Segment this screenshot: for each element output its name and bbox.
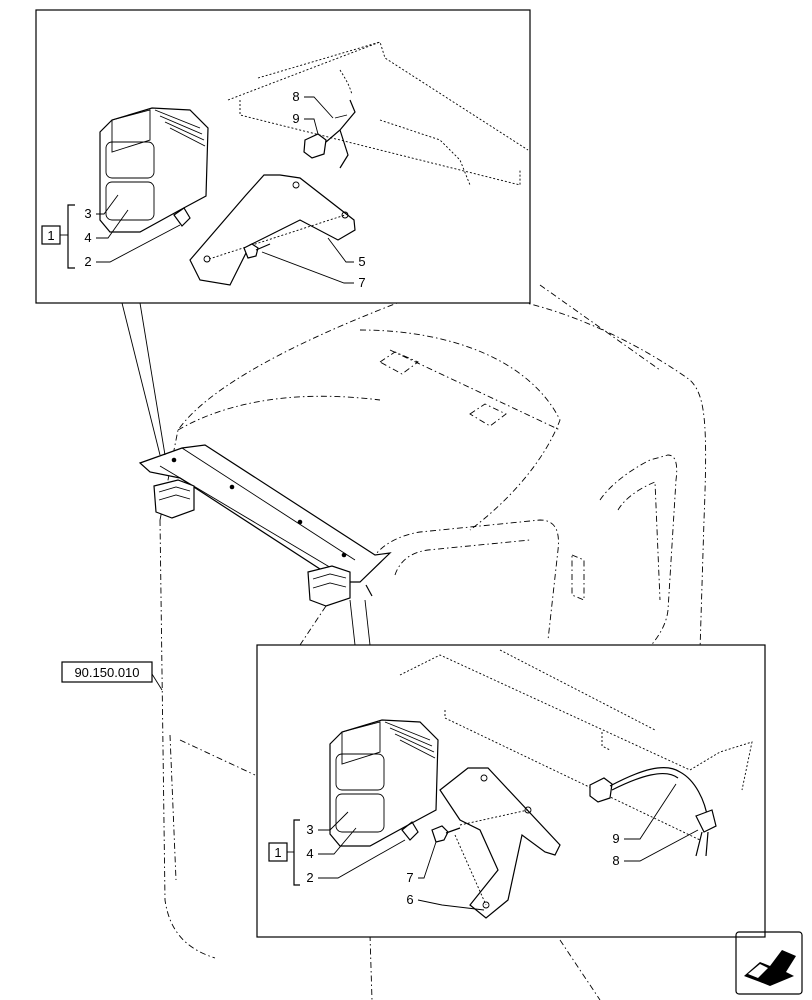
callout-4: 4 [306, 846, 313, 861]
group-label: 1 [47, 228, 54, 243]
callout-8: 8 [292, 89, 299, 104]
callout-2: 2 [84, 254, 91, 269]
callout-7: 7 [406, 870, 413, 885]
callout-4: 4 [84, 230, 91, 245]
reference-label-box [61, 661, 153, 683]
detail-leader-line [364, 599, 371, 646]
callout-7: 7 [358, 275, 365, 290]
top-detail-panel [35, 9, 531, 304]
light-mounting-bar [138, 444, 392, 607]
callout-9: 9 [612, 831, 619, 846]
bottom-detail-callouts: 1 3 4 2 7 6 9 8 [268, 783, 699, 911]
group-label: 1 [274, 845, 281, 860]
detail-leader-line [121, 302, 161, 456]
top-detail-callouts: 1 3 4 2 8 9 5 7 [41, 89, 366, 290]
reference-leader-line [151, 673, 163, 691]
callout-3: 3 [306, 822, 313, 837]
callout-8: 8 [612, 853, 619, 868]
detail-leader-line [349, 599, 356, 646]
callout-5: 5 [358, 254, 365, 269]
detail-leader-line [139, 302, 166, 456]
next-page-arrow-icon[interactable] [735, 931, 803, 995]
bottom-detail-panel [256, 644, 766, 938]
callout-2: 2 [306, 870, 313, 885]
callout-3: 3 [84, 206, 91, 221]
callout-9: 9 [292, 111, 299, 126]
reference-label[interactable]: 90.150.010 [61, 661, 153, 683]
reference-label-text: 90.150.010 [74, 665, 139, 680]
callout-6: 6 [406, 892, 413, 907]
